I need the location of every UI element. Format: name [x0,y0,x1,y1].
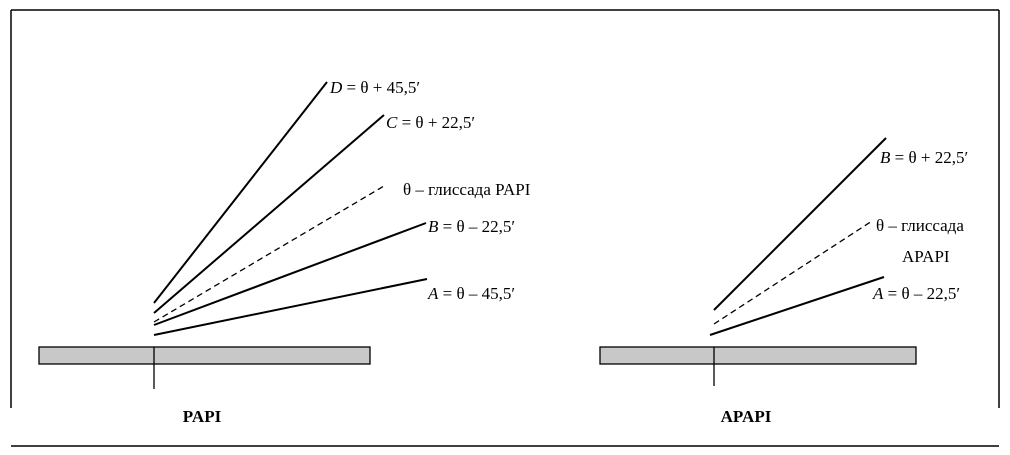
apapi-label-b-value: = θ + 22,5′ [890,148,968,167]
papi-ray-d [153,81,328,304]
papi-title: PAPI [183,407,222,426]
papi-ray-glide [153,185,385,323]
papi-label-c: C = θ + 22,5′ [386,113,475,132]
apapi-ray-b [713,137,887,311]
papi-label-d-letter: D [329,78,343,97]
apapi-label-b: B = θ + 22,5′ [880,148,968,167]
frame [10,9,1000,447]
papi-label-a-value: = θ – 45,5′ [438,284,515,303]
papi-label-a-letter: A [427,284,439,303]
apapi-label-a-letter: A [872,284,884,303]
papi-diagram: D = θ + 45,5′ C = θ + 22,5′ θ – глиссада… [38,78,531,426]
papi-ray-b [153,222,427,326]
apapi-label-b-letter: B [880,148,891,167]
papi-label-b: B = θ – 22,5′ [428,217,515,236]
apapi-diagram: B = θ + 22,5′ θ – глиссада APAPI A = θ –… [599,137,968,426]
papi-label-c-letter: C [386,113,398,132]
papi-label-glide: θ – глиссада PAPI [403,180,531,199]
apapi-label-glide-line1: θ – глиссада [876,216,964,235]
apapi-ray-glide [713,220,873,325]
papi-label-b-value: = θ – 22,5′ [438,217,515,236]
papi-ray-c [153,114,385,314]
apapi-label-a-value: = θ – 22,5′ [883,284,960,303]
apapi-label-a: A = θ – 22,5′ [872,284,960,303]
papi-label-a: A = θ – 45,5′ [427,284,515,303]
papi-runway [38,346,371,365]
apapi-label-glide-line2: APAPI [902,247,950,266]
apapi-runway [599,346,917,365]
papi-ray-a [153,278,428,336]
papi-label-b-letter: B [428,217,439,236]
papi-label-d: D = θ + 45,5′ [329,78,420,97]
apapi-title: APAPI [721,407,772,426]
papi-label-d-value: = θ + 45,5′ [342,78,420,97]
papi-label-c-value: = θ + 22,5′ [397,113,475,132]
apapi-ray-a [709,276,885,336]
